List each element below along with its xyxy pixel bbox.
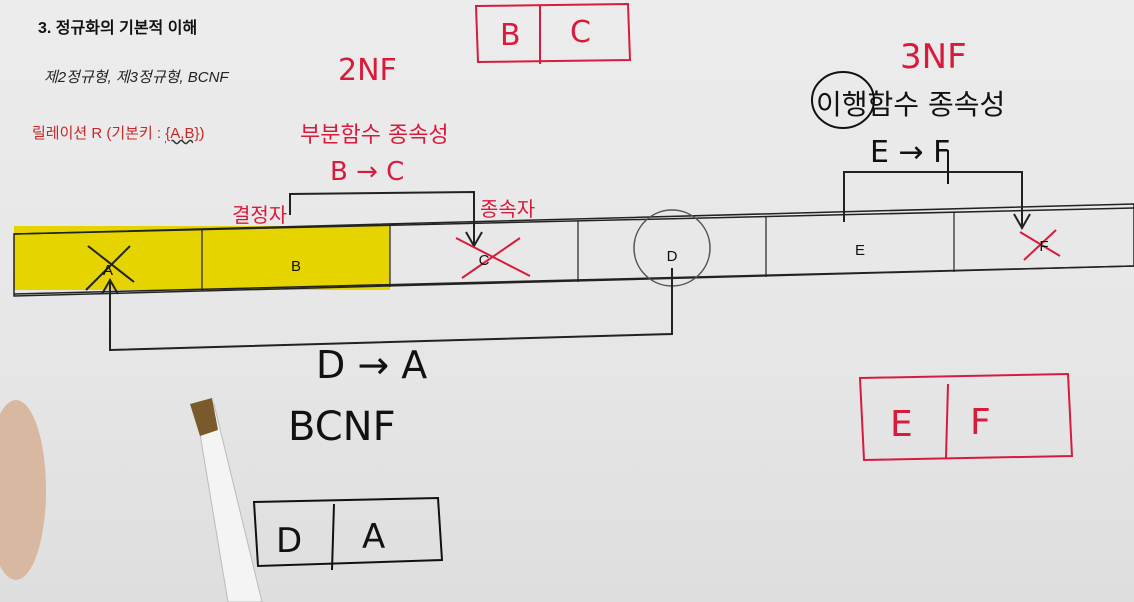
pen-tip <box>190 398 218 436</box>
hand-finger <box>0 400 46 580</box>
attribute-cell-b: B <box>202 228 390 292</box>
arrow-d-to-a <box>109 268 673 352</box>
cross-out-a <box>85 245 131 291</box>
attribute-cell-c: C <box>390 222 578 286</box>
annotation-3nf: 3NF <box>900 37 967 77</box>
arrowhead-a <box>101 277 119 295</box>
table-top-border <box>13 207 1134 235</box>
attribute-label: F <box>1039 237 1049 255</box>
relation-primary-key: {A,B} <box>165 125 200 142</box>
attribute-label: B <box>290 257 301 275</box>
annotation-transitive-dependency: 이행함수 종속성 <box>816 88 1005 121</box>
relation-table-outline <box>13 203 1134 297</box>
relation-box-ef <box>858 372 1074 462</box>
box-divider <box>331 503 335 571</box>
section-title: 3. 정규화의 기본적 이해 <box>38 20 198 37</box>
normal-forms-subtitle: 제2정규형, 제3정규형, BCNF <box>44 69 229 86</box>
relation-label: 릴레이션 R (기본키 : <box>32 125 166 142</box>
cross-out-f <box>1023 229 1057 261</box>
attribute-label: C <box>478 251 490 269</box>
annotation-d-to-a: D → A <box>316 343 427 387</box>
attribute-cell-a: A <box>14 232 202 296</box>
box-ef-right: F <box>970 402 991 443</box>
arrowhead-f <box>1013 213 1031 231</box>
annotation-e-to-f: E → F <box>870 135 950 170</box>
box-da-left: D <box>276 521 302 561</box>
relation-end: ) <box>199 125 205 142</box>
arrow-e-to-f <box>843 171 1023 226</box>
box-bc-left: B <box>500 18 521 53</box>
attribute-cell-d: D <box>578 218 766 282</box>
annotation-dependent: 종속자 <box>480 197 535 221</box>
attribute-label: D <box>666 247 678 265</box>
attribute-cell-f: F <box>954 208 1134 272</box>
annotation-2nf: 2NF <box>338 53 397 88</box>
arrow-b-to-c <box>289 190 475 244</box>
circle-mark <box>811 71 875 129</box>
relation-box-da <box>252 496 444 568</box>
annotation-partial-dependency: 부분함수 종속성 <box>300 123 449 148</box>
box-ef-left: E <box>890 404 913 445</box>
box-divider <box>945 383 949 459</box>
box-bc-right: C <box>570 15 591 50</box>
attribute-label: E <box>854 241 865 259</box>
annotation-bcnf: BCNF <box>288 404 396 450</box>
relation-description: 릴레이션 R (기본키 : {A,B}) <box>32 122 204 143</box>
relation-box-bc <box>474 2 632 64</box>
table-bottom-border <box>13 265 1134 295</box>
attribute-label: A <box>102 261 113 279</box>
annotation-determinant: 결정자 <box>232 203 287 227</box>
cross-out-c <box>461 237 521 279</box>
annotation-b-to-c: B → C <box>330 157 404 187</box>
box-da-right: A <box>362 517 385 557</box>
attribute-cell-e: E <box>766 212 954 276</box>
arrowhead-c <box>465 231 483 249</box>
